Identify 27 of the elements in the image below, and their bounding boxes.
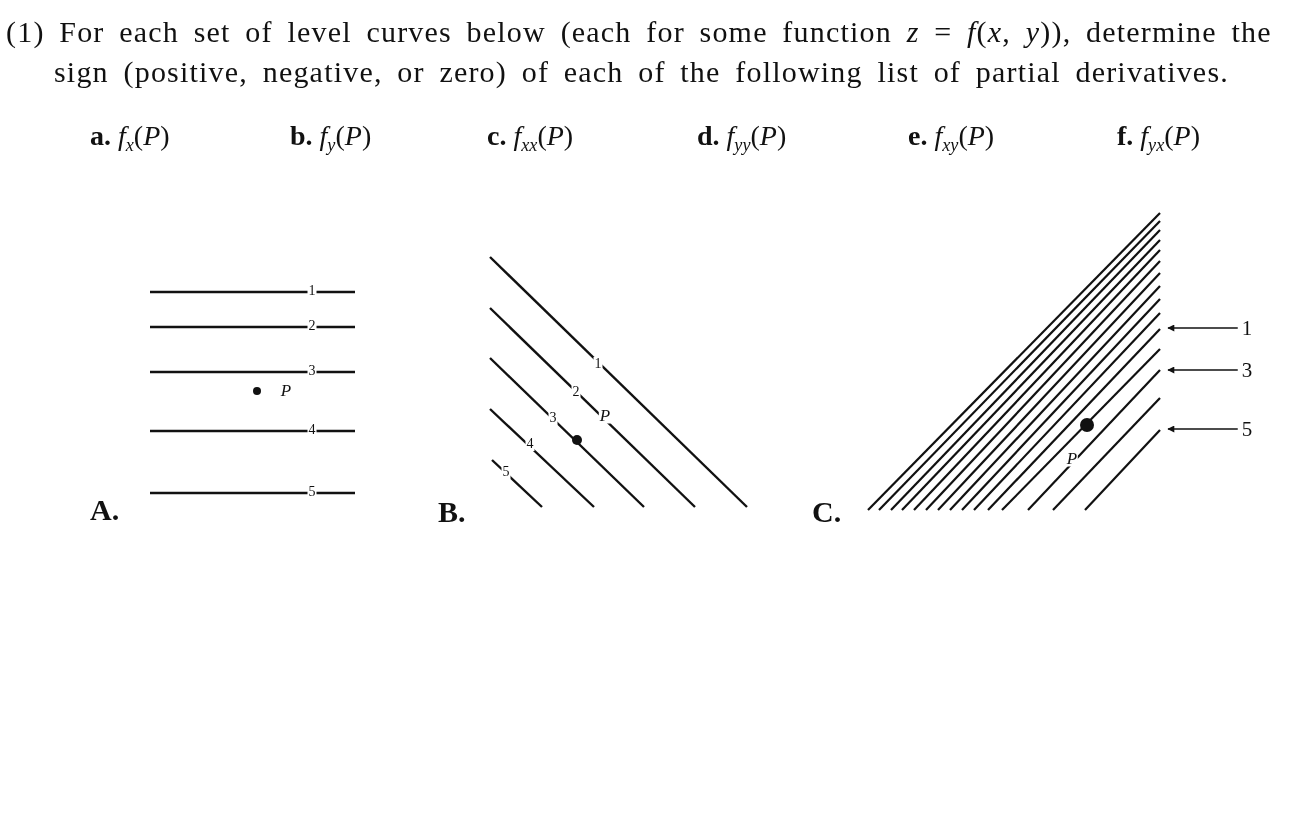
level-value-label: 2 xyxy=(307,319,317,333)
question-part-label: f. f$_{yx}$(P) xyxy=(1117,121,1201,155)
leader-arrow xyxy=(1167,425,1239,433)
level-value-label: 4 xyxy=(525,437,535,451)
level-curves-drawing xyxy=(867,212,1161,511)
question-part-label: a. f$_{x}$(P) xyxy=(90,121,170,155)
level-value-label: 5 xyxy=(307,485,317,499)
leader-arrow xyxy=(1167,324,1239,332)
level-value-label: 5 xyxy=(501,465,511,479)
level-value-label: 5 xyxy=(1241,418,1253,440)
level-value-label: 3 xyxy=(548,411,558,425)
question-part-label: c. f$_{xx}$(P) xyxy=(487,121,574,155)
question-part-label: e. f$_{xy}$(P) xyxy=(908,121,995,155)
leader-arrow xyxy=(1167,366,1239,374)
level-value-label: 1 xyxy=(307,284,317,298)
level-value-label: 3 xyxy=(1241,359,1253,381)
question-text: (1) For each set of level curves below (each for some function z = f(x, y)), determine the sign (positive, negative, or zero) of each of the following list of partial derivatives. xyxy=(6,14,1273,90)
level-value-label: 1 xyxy=(1241,317,1253,339)
level-value-label: 3 xyxy=(307,364,317,378)
level-value-label: 1 xyxy=(593,357,603,371)
figure-label: A. xyxy=(90,495,120,525)
level-value-label: 2 xyxy=(571,385,581,399)
figure-label: B. xyxy=(438,497,466,527)
level-value-label: 4 xyxy=(307,423,317,437)
figure-label: C. xyxy=(812,497,842,527)
question-part-label: b. f$_{y}$(P) xyxy=(290,121,372,155)
question-part-label: d. f$_{yy}$(P) xyxy=(697,121,787,155)
